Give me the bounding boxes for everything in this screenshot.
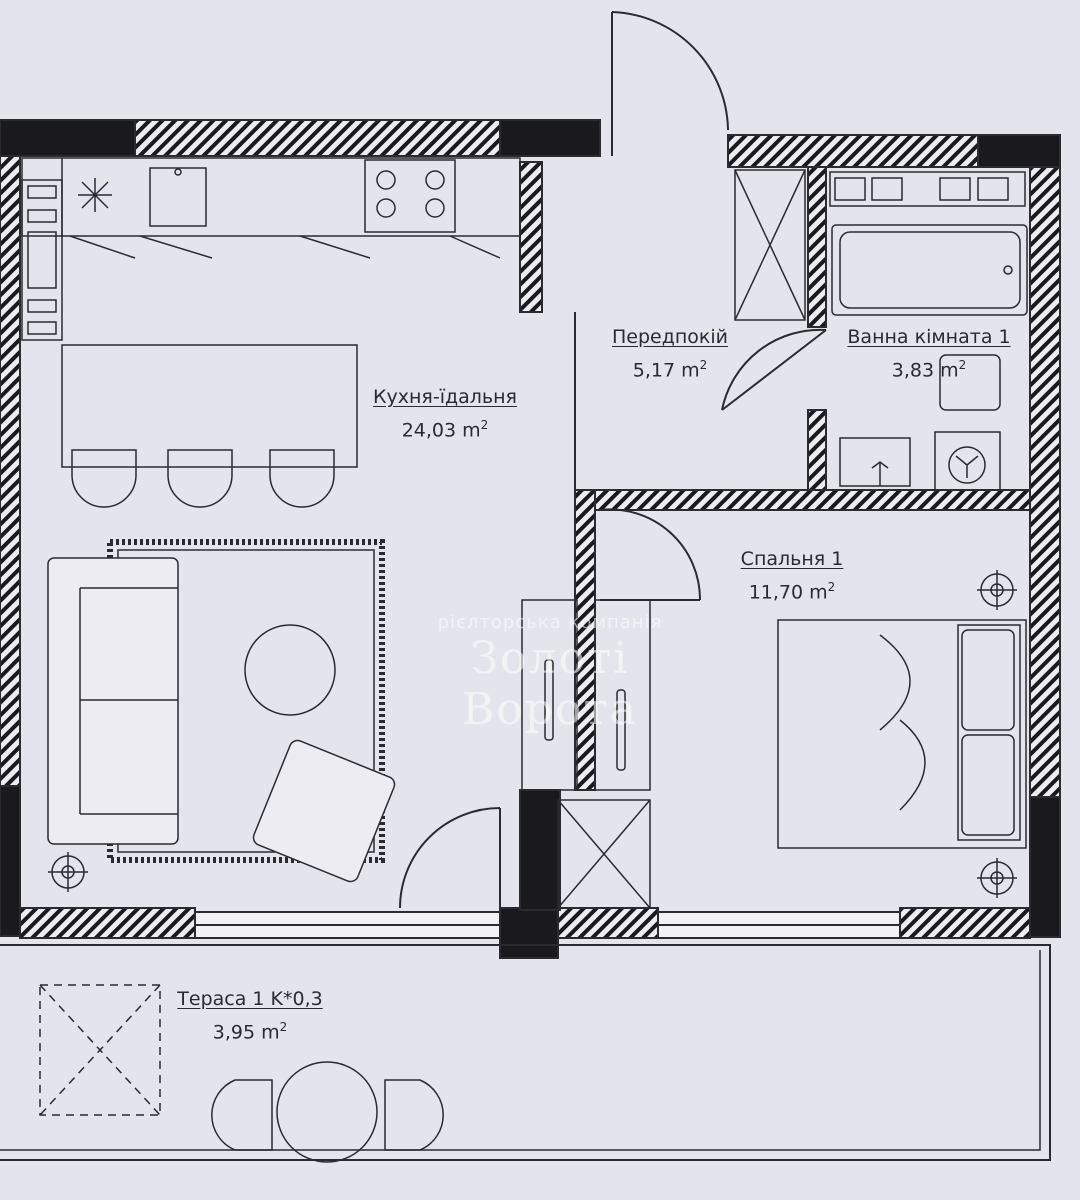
bathroom-area: 3,83 m2	[891, 358, 967, 382]
label-terrace: Тераса 1 K*0,3 3,95 m2	[130, 988, 370, 1043]
terrace-furniture	[39, 984, 444, 1163]
terrace-area: 3,95 m2	[212, 1020, 288, 1044]
hallway-cabinets	[521, 169, 806, 909]
bedroom-area: 11,70 m2	[748, 580, 836, 604]
kitchen-counter	[21, 157, 521, 341]
hallway-name: Передпокій	[611, 326, 728, 348]
outer-walls	[0, 119, 1061, 959]
bathroom-fixtures	[829, 171, 1028, 491]
windows	[194, 911, 901, 939]
kitchen-name: Кухня-їдальня	[373, 386, 517, 408]
label-kitchen: Кухня-їдальня 24,03 m2	[335, 386, 555, 441]
bathroom-name: Ванна кімната 1	[847, 326, 1011, 348]
kitchen-area: 24,03 m2	[401, 418, 489, 442]
living-area	[47, 539, 396, 892]
terrace-outline	[0, 944, 1051, 1161]
label-bedroom: Спальня 1 11,70 m2	[712, 548, 872, 603]
bed	[777, 570, 1027, 898]
bedroom-name: Спальня 1	[740, 548, 844, 570]
dining-table	[61, 344, 358, 508]
interior-walls	[519, 161, 1031, 911]
label-bathroom: Ванна кімната 1 3,83 m2	[826, 326, 1032, 381]
label-hallway: Передпокій 5,17 m2	[580, 326, 760, 381]
hallway-area: 5,17 m2	[632, 358, 708, 382]
terrace-name: Тераса 1 K*0,3	[177, 988, 323, 1010]
